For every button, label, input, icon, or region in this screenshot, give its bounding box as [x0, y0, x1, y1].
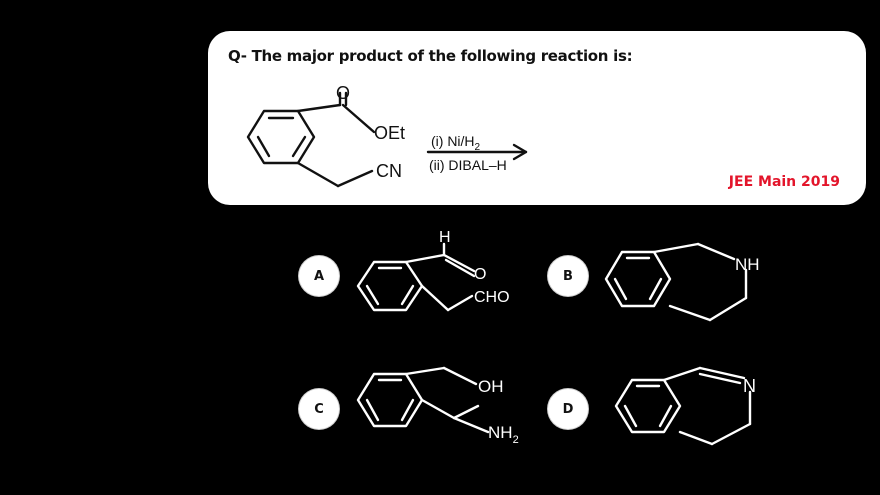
question-card: Q- The major product of the following re… [208, 31, 866, 205]
c-oh-label: OH [478, 377, 504, 396]
a-h-atom: H [439, 229, 451, 246]
exam-source-label: JEE Main 2019 [728, 174, 840, 190]
reagent-1: (i) Ni/H2 [431, 133, 481, 153]
option-d-structure[interactable]: N [600, 362, 775, 457]
option-d-button[interactable]: D [548, 389, 588, 429]
b-nh-label: NH [735, 255, 760, 274]
a-cho-label: CHO [474, 289, 510, 306]
option-b-label: B [563, 268, 573, 284]
question-text: Q- The major product of the following re… [228, 47, 633, 65]
nitrile-label: CN [376, 161, 402, 181]
option-b-button[interactable]: B [548, 256, 588, 296]
option-a-structure[interactable]: H O CHO [350, 222, 525, 322]
a-o-atom: O [474, 266, 486, 283]
option-c-button[interactable]: C [299, 389, 339, 429]
ester-oet-label: OEt [374, 123, 405, 143]
ester-carbonyl-o: O [336, 83, 350, 103]
option-c-structure[interactable]: OH NH2 [350, 360, 530, 455]
reaction-scheme: O OEt CN (i) Ni/H2 (ii) DIBAL–H [246, 83, 528, 188]
reagent-2: (ii) DIBAL–H [429, 157, 507, 173]
d-n-atom: N [743, 376, 756, 396]
option-d-label: D [562, 401, 574, 417]
c-nh2-label: NH2 [488, 423, 519, 446]
option-c-label: C [314, 401, 324, 417]
option-a-button[interactable]: A [299, 256, 339, 296]
option-b-structure[interactable]: NH [600, 232, 775, 327]
option-a-label: A [313, 268, 325, 284]
